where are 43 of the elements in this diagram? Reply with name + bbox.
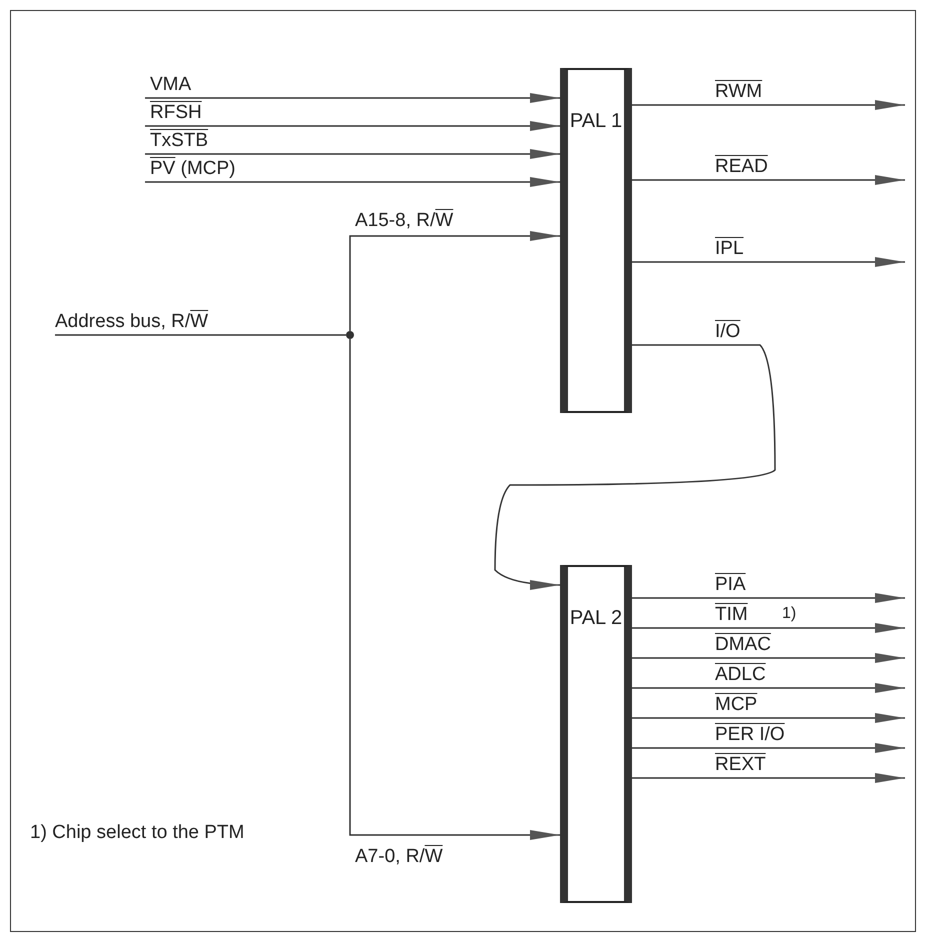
signal-arrow (145, 121, 560, 131)
signal-label: RFSH (150, 102, 202, 124)
signal-arrow (632, 100, 905, 110)
signal-label: PIA (715, 574, 746, 596)
signal-arrow (349, 231, 560, 331)
signal-arrow (632, 713, 905, 723)
signal-arrow (145, 177, 560, 187)
signal-label: PV (MCP) (150, 158, 236, 180)
signal-label: REXT (715, 754, 766, 776)
signal-label: I/O (715, 321, 740, 343)
signal-label: Address bus, R/W (55, 311, 208, 333)
signal-label: PER I/O (715, 724, 785, 746)
signal-label: TxSTB (150, 130, 208, 152)
signal-label: DMAC (715, 634, 771, 656)
signal-label: A15-8, R/W (355, 210, 454, 232)
signal-arrow (145, 149, 560, 159)
signal-arrow (632, 623, 905, 633)
signal-arrow (632, 257, 905, 267)
footnote: 1) Chip select to the PTM (30, 822, 244, 844)
signal-label: ADLC (715, 664, 766, 686)
signal-label: VMA (150, 74, 192, 96)
signal-label: TIM (715, 604, 748, 626)
footnote-mark: 1) (782, 604, 796, 624)
chip-name: PAL 1 (568, 110, 624, 133)
signal-arrow (632, 175, 905, 185)
chip-name: PAL 2 (568, 607, 624, 630)
signal-arrow (632, 743, 905, 753)
signal-arrow (145, 93, 560, 103)
chip-block (560, 68, 632, 413)
signal-arrow (632, 593, 905, 603)
signal-line (55, 334, 346, 336)
signal-arrow (349, 339, 560, 840)
signal-label: A7-0, R/W (355, 846, 443, 868)
chip-block (560, 565, 632, 903)
signal-label: MCP (715, 694, 758, 716)
signal-arrow (494, 344, 776, 590)
signal-arrow (632, 773, 905, 783)
signal-arrow (632, 653, 905, 663)
signal-arrow (632, 683, 905, 693)
junction-dot (346, 331, 354, 339)
signal-label: IPL (715, 238, 744, 260)
signal-label: READ (715, 156, 768, 178)
signal-label: RWM (715, 81, 762, 103)
